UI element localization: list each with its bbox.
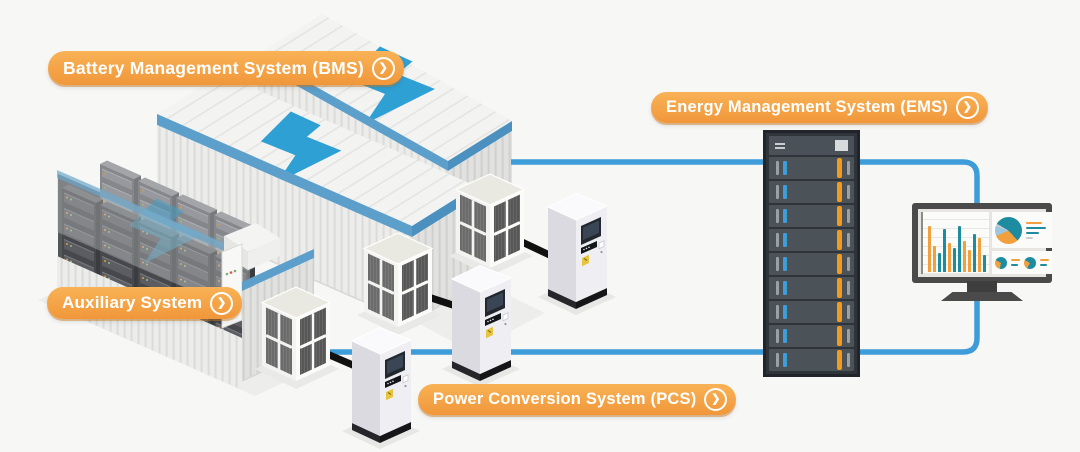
chevron-right-icon: ❯	[956, 96, 979, 119]
chevron-right-icon: ❯	[210, 291, 234, 315]
rack-display-icon	[835, 140, 848, 151]
pie-legend	[1026, 221, 1046, 239]
hvac-unit-1	[253, 285, 341, 391]
pcs-cabinet-1	[341, 327, 421, 450]
rack-unit	[769, 301, 854, 323]
pcs-cabinet-2	[441, 265, 521, 388]
hvac-unit-2	[355, 231, 443, 337]
pcs-label[interactable]: Power Conversion System (PCS) ❯	[418, 384, 737, 415]
rack-unit	[769, 181, 854, 203]
chevron-right-icon: ❯	[704, 388, 728, 411]
ems-label-text: Energy Management System (EMS)	[666, 98, 948, 116]
ems-label[interactable]: Energy Management System (EMS) ❯	[651, 92, 988, 123]
auxiliary-label-text: Auxiliary System	[62, 293, 203, 312]
ems-server-rack	[763, 130, 860, 377]
rack-unit	[769, 325, 854, 347]
pie-chart-icon	[995, 216, 1022, 244]
bms-label-text: Battery Management System (BMS)	[63, 57, 364, 78]
pcs-label-text: Power Conversion System (PCS)	[433, 390, 697, 408]
rack-units	[769, 157, 854, 371]
ems-monitor	[912, 203, 1052, 283]
mini-pie-chart-icon	[995, 256, 1007, 269]
bms-label[interactable]: Battery Management System (BMS) ❯	[48, 51, 404, 85]
rack-unit	[769, 229, 854, 251]
rack-unit	[769, 253, 854, 275]
rack-top-panel	[769, 136, 854, 155]
chevron-right-icon: ❯	[371, 56, 395, 80]
auxiliary-label[interactable]: Auxiliary System ❯	[47, 287, 243, 319]
ghost-wall-overlay	[57, 171, 250, 316]
pcs-cabinet-3	[537, 193, 617, 316]
monitor-stand-neck	[967, 281, 997, 293]
hvac-unit-3	[447, 172, 535, 278]
monitor-stand-base	[941, 292, 1023, 301]
mini-pie-chart-icon	[1024, 256, 1036, 269]
monitor-mini-pies-card	[992, 251, 1052, 274]
monitor-screen	[918, 209, 1052, 277]
rack-unit	[769, 349, 854, 371]
monitor-pie-card	[992, 212, 1052, 249]
rack-vent-lines-icon	[775, 141, 785, 151]
rack-unit	[769, 277, 854, 299]
monitor-bar-chart	[921, 212, 989, 274]
rack-unit	[769, 157, 854, 179]
rack-unit	[769, 205, 854, 227]
